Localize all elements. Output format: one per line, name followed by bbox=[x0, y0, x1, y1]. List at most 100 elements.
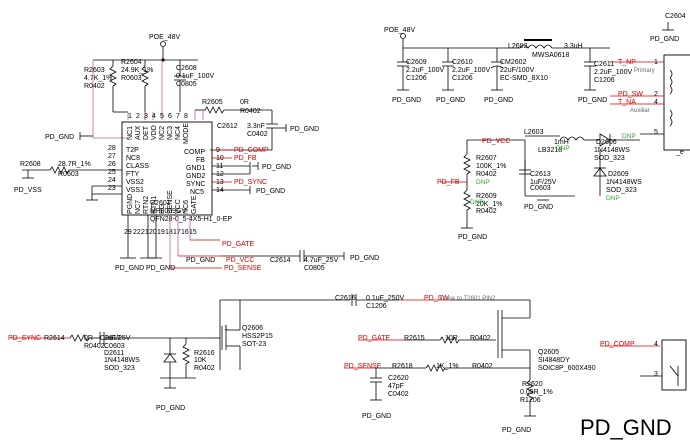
svg-text:GATE: GATE bbox=[191, 195, 198, 214]
ic-ref: U2601 bbox=[150, 200, 171, 207]
svg-text:PD_SYNC: PD_SYNC bbox=[8, 335, 41, 342]
svg-text:PD_GND: PD_GND bbox=[115, 265, 144, 272]
svg-text:18: 18 bbox=[165, 229, 173, 236]
svg-text:EC-SMD_8X10: EC-SMD_8X10 bbox=[500, 75, 548, 82]
svg-text:4: 4 bbox=[654, 99, 658, 106]
svg-text:CM2602: CM2602 bbox=[500, 59, 527, 66]
svg-text:DNP: DNP bbox=[470, 199, 484, 206]
svg-text:SOD_323: SOD_323 bbox=[104, 365, 135, 372]
svg-text:C1206: C1206 bbox=[406, 75, 427, 82]
ic-left-pins: T2P NC8 CLASS FTY VSS2 VSS1 28 27 26 25 … bbox=[108, 145, 149, 194]
svg-text:PGND: PGND bbox=[127, 194, 134, 214]
svg-text:1N4148WS: 1N4148WS bbox=[594, 147, 630, 154]
svg-text:PD_GND: PD_GND bbox=[262, 164, 291, 171]
svg-text:16: 16 bbox=[181, 229, 189, 236]
svg-text:R2603: R2603 bbox=[84, 67, 105, 74]
svg-text:NC5: NC5 bbox=[190, 189, 204, 196]
svg-text:1mH: 1mH bbox=[554, 139, 569, 146]
svg-text:1K_1%: 1K_1% bbox=[436, 363, 459, 370]
svg-text:17: 17 bbox=[173, 229, 181, 236]
svg-text:PD_SYNC: PD_SYNC bbox=[234, 179, 267, 186]
svg-text:4.7uF_25V: 4.7uF_25V bbox=[304, 257, 339, 264]
gnd-symbol: PD_GND bbox=[278, 124, 319, 133]
svg-text:24.9K_1%: 24.9K_1% bbox=[121, 67, 153, 74]
svg-text:CLASS: CLASS bbox=[126, 163, 149, 170]
svg-text:15: 15 bbox=[189, 229, 197, 236]
svg-text:PD_GND: PD_GND bbox=[484, 97, 513, 104]
svg-text:T2P: T2P bbox=[126, 147, 139, 154]
svg-text:3: 3 bbox=[654, 371, 658, 378]
svg-text:1: 1 bbox=[654, 59, 658, 66]
svg-text:Q2606: Q2606 bbox=[242, 325, 263, 332]
svg-text:2: 2 bbox=[654, 91, 658, 98]
svg-text:47pF: 47pF bbox=[388, 383, 404, 390]
svg-text:_e: _e bbox=[675, 149, 684, 156]
svg-text:28: 28 bbox=[108, 145, 116, 152]
svg-text:3.3nF: 3.3nF bbox=[247, 123, 265, 130]
svg-text:2.2uF_100V: 2.2uF_100V bbox=[406, 67, 444, 74]
svg-text:T_NP: T_NP bbox=[618, 59, 636, 66]
resistor-r2608: R2608 28.7R_1% R0603 bbox=[20, 161, 122, 178]
gnd-symbol: PD_GND bbox=[45, 132, 93, 141]
ic-part: MP8009GV bbox=[150, 208, 187, 215]
inductor-l2602: L2602 3.3uH MWSA0618 bbox=[508, 39, 610, 59]
diode-d2611: D2611 1N4148WS SOD_323 bbox=[104, 338, 177, 378]
svg-text:1: 1 bbox=[128, 113, 132, 120]
svg-text:C0805: C0805 bbox=[176, 81, 197, 88]
svg-text:PD_GND: PD_GND bbox=[156, 405, 185, 412]
svg-text:L2603: L2603 bbox=[524, 129, 544, 136]
svg-text:4: 4 bbox=[152, 113, 156, 120]
svg-text:C2620: C2620 bbox=[388, 375, 409, 382]
diode-d2606: D2606 1N4148WS DNP SOD_323 bbox=[594, 133, 640, 162]
resistor-r2616: R2616 10K R0402 PD_GND bbox=[156, 338, 215, 412]
svg-text:DNP: DNP bbox=[622, 133, 636, 140]
svg-text:GND2: GND2 bbox=[186, 173, 206, 180]
inductor-l2603: L2603 1mH LB3218 bbox=[524, 129, 600, 154]
svg-text:C0805: C0805 bbox=[304, 265, 325, 272]
svg-text:R0402: R0402 bbox=[472, 363, 493, 370]
svg-text:10: 10 bbox=[216, 155, 224, 162]
svg-text:DNP: DNP bbox=[476, 179, 490, 186]
svg-text:R0402: R0402 bbox=[470, 335, 491, 342]
svg-text:PD_GND: PD_GND bbox=[458, 234, 487, 241]
svg-text:Q2605: Q2605 bbox=[538, 349, 559, 356]
mosfet-q2605: Q2605 SI4848DY SOIC8P_600X490 bbox=[450, 299, 596, 372]
svg-text:R0402: R0402 bbox=[84, 83, 105, 90]
resistor-r2603: R2603 4.7K_1% R0402 bbox=[84, 60, 128, 113]
svg-text:R2614: R2614 bbox=[44, 335, 65, 342]
svg-text:C2609: C2609 bbox=[406, 59, 427, 66]
svg-text:R2620: R2620 bbox=[522, 381, 543, 388]
svg-text:NC1: NC1 bbox=[127, 126, 134, 140]
svg-text:C2608: C2608 bbox=[176, 65, 197, 72]
svg-text:0.1uF_100V: 0.1uF_100V bbox=[176, 73, 214, 80]
poe-48v-source-filter: POE_48V bbox=[384, 27, 520, 49]
svg-text:MODE: MODE bbox=[183, 123, 190, 144]
svg-text:PD_GND: PD_GND bbox=[436, 97, 465, 104]
svg-text:VDD: VDD bbox=[151, 125, 158, 140]
svg-text:R0402: R0402 bbox=[476, 171, 497, 178]
capacitor-c2620: C2620 47pF C0402 PD_GND bbox=[362, 368, 409, 420]
svg-text:PD_FB: PD_FB bbox=[234, 155, 257, 162]
svg-text:HSS2P15: HSS2P15 bbox=[242, 333, 273, 340]
ic-package: QFN28-0_5-4X5-H1_0-EP bbox=[150, 216, 232, 223]
svg-text:10K: 10K bbox=[194, 357, 207, 364]
svg-text:24: 24 bbox=[108, 177, 116, 184]
svg-text:C2610: C2610 bbox=[452, 59, 473, 66]
svg-text:1uF/25V: 1uF/25V bbox=[104, 335, 131, 342]
svg-text:28.7R_1%: 28.7R_1% bbox=[58, 161, 91, 168]
svg-text:27: 27 bbox=[108, 153, 116, 160]
svg-text:4.7K_1%: 4.7K_1% bbox=[84, 75, 112, 82]
svg-text:C2614: C2614 bbox=[270, 257, 291, 264]
capacitor-c2613: C2613 1uF/25V C0603 DNP PD_GND bbox=[519, 145, 570, 211]
svg-text:1: 1 bbox=[224, 325, 228, 332]
svg-text:C2613: C2613 bbox=[530, 171, 551, 178]
svg-text:D2611: D2611 bbox=[104, 350, 124, 357]
svg-text:19: 19 bbox=[157, 229, 165, 236]
svg-text:PD_GND: PD_GND bbox=[392, 97, 421, 104]
svg-text:26: 26 bbox=[108, 161, 116, 168]
svg-text:PD_GND: PD_GND bbox=[578, 97, 607, 104]
svg-text:PD_GND: PD_GND bbox=[650, 36, 679, 43]
svg-text:VSS2: VSS2 bbox=[126, 179, 144, 186]
svg-text:R1206: R1206 bbox=[520, 397, 541, 404]
